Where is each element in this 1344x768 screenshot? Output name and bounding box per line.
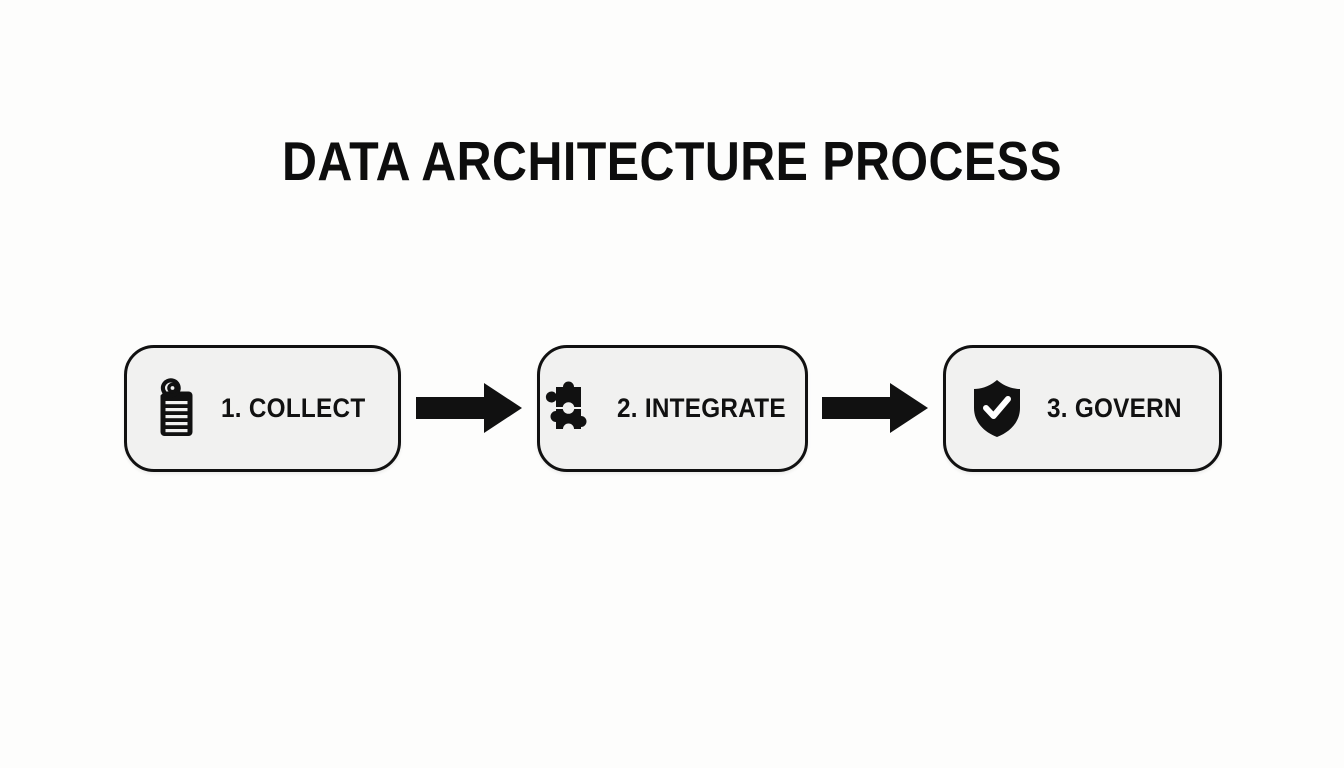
tag-icon [143, 375, 199, 441]
process-step-label: 2. INTEGRATE [617, 392, 787, 423]
process-step-integrate[interactable]: 2. INTEGRATE [536, 344, 808, 472]
process-step-govern[interactable]: 3. GOVERN [943, 344, 1222, 472]
process-step-label: 1. COLLECT [221, 392, 366, 423]
process-step-collect[interactable]: 1. COLLECT [124, 344, 401, 472]
process-flow: 1. COLLECT 2. INTEGRATE [124, 343, 1222, 473]
shield-check-icon [969, 375, 1025, 441]
page-title: DATA ARCHITECTURE PROCESS [281, 130, 1063, 192]
arrow-right-icon [819, 380, 931, 436]
arrow-right-icon [413, 380, 525, 436]
puzzle-pieces-icon [539, 375, 595, 441]
process-step-label: 3. GOVERN [1046, 392, 1182, 423]
